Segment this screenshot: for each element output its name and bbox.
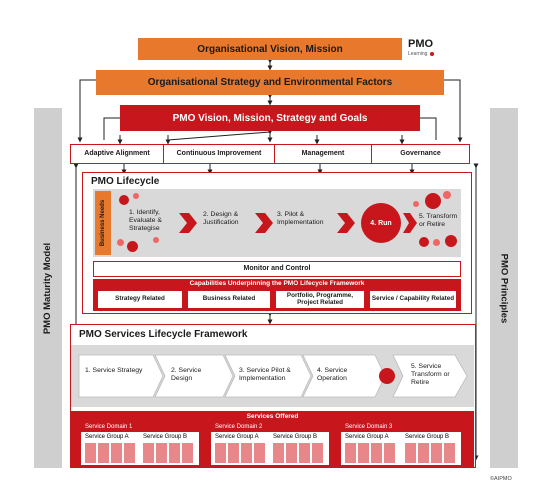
lifecycle-step-1: 1. Identify, Evaluate & Strategise (129, 209, 162, 232)
service-domain-3: Service Group A Service Group B (341, 432, 461, 465)
service-grid (273, 443, 325, 463)
pmo-vision-box: PMO Vision, Mission, Strategy and Goals (120, 105, 420, 131)
lifecycle-title: PMO Lifecycle (91, 176, 160, 187)
capability-business: Business Related (187, 290, 271, 309)
service-step-3: 3. Service Pilot & Implementation (239, 367, 291, 382)
lifecycle-step-3: 3. Pilot & Implementation (277, 211, 324, 226)
run-circle: 4. Run (361, 203, 401, 243)
service-grid (215, 443, 267, 463)
chevron-right-icon (337, 213, 355, 233)
capabilities-block: Capabilities Underpinning the PMO Lifecy… (93, 279, 461, 311)
bubble-icon (153, 237, 159, 243)
capability-portfolio: Portfolio, Programme, Project Related (275, 290, 365, 309)
chevron-right-icon (403, 213, 417, 233)
bubble-icon (127, 241, 138, 252)
logo-main: PMO (408, 38, 434, 50)
service-step-1: 1. Service Strategy (85, 367, 143, 374)
capabilities-title: Capabilities Underpinning the PMO Lifecy… (189, 280, 365, 287)
service-grid (345, 443, 397, 463)
bubble-icon (133, 193, 139, 199)
group-b-label: Service Group B (143, 434, 188, 440)
group-a-label: Service Group A (345, 434, 389, 440)
pillar-continuous-improvement: Continuous Improvement (164, 145, 275, 163)
principles-label: PMO Principles (498, 253, 510, 323)
group-a-label: Service Group A (85, 434, 129, 440)
services-title: PMO Services Lifecycle Framework (79, 329, 248, 340)
business-needs-bar: Business Needs (95, 191, 111, 255)
capability-service: Service / Capability Related (369, 290, 457, 309)
capability-strategy: Strategy Related (97, 290, 183, 309)
services-lifecycle-panel: PMO Services Lifecycle Framework 1. Serv… (70, 324, 476, 468)
bubble-icon (433, 239, 440, 246)
lifecycle-flow-area: Business Needs 1. Identify, Evaluate & S… (93, 189, 461, 257)
group-b-label: Service Group B (273, 434, 318, 440)
services-flow-area: 1. Service Strategy 2. Service Design 3.… (71, 345, 474, 407)
logo-sub: Learning (408, 51, 428, 57)
business-needs-label: Business Needs (100, 199, 107, 247)
chevron-right-icon (179, 213, 197, 233)
monitor-and-control-bar: Monitor and Control (93, 261, 461, 277)
pmo-principles-column: PMO Principles (490, 108, 518, 468)
bubble-icon (117, 239, 124, 246)
maturity-model-label: PMO Maturity Model (42, 242, 54, 334)
pillars-row: Adaptive Alignment Continuous Improvemen… (70, 144, 470, 164)
group-b-label: Service Group B (405, 434, 450, 440)
lifecycle-step-2: 2. Design & Justification (203, 211, 239, 226)
bubble-icon (425, 193, 441, 209)
service-domain-1: Service Group A Service Group B (81, 432, 199, 465)
bubble-icon (413, 201, 419, 207)
pillar-management: Management (275, 145, 372, 163)
pillar-governance: Governance (372, 145, 469, 163)
copyright-text: ©AIPMO (490, 476, 512, 482)
organisational-strategy-box: Organisational Strategy and Environmenta… (96, 70, 444, 95)
services-offered-block: Services Offered Service Domain 1 Servic… (71, 411, 474, 467)
service-step-4: 4. Service Operation (317, 367, 348, 382)
service-domain-2-label: Service Domain 2 (215, 424, 263, 430)
logo-dot-icon (430, 52, 434, 56)
service-domain-1-label: Service Domain 1 (85, 424, 133, 430)
pmo-maturity-model-column: PMO Maturity Model (34, 108, 62, 468)
service-grid (405, 443, 457, 463)
bubble-icon (419, 237, 429, 247)
service-domain-3-label: Service Domain 3 (345, 424, 393, 430)
service-step-shapes (78, 354, 468, 398)
bubble-icon (443, 191, 451, 199)
service-step-5: 5. Service Transform or Retire (411, 363, 450, 386)
pmo-logo: PMO Learning (408, 38, 448, 62)
service-grid (143, 443, 195, 463)
service-grid (85, 443, 137, 463)
group-a-label: Service Group A (215, 434, 259, 440)
service-domain-2: Service Group A Service Group B (211, 432, 329, 465)
service-step-2: 2. Service Design (171, 367, 202, 382)
bubble-icon (445, 235, 457, 247)
organisational-vision-box: Organisational Vision, Mission (138, 38, 402, 60)
chevron-right-icon (255, 213, 273, 233)
pillar-adaptive-alignment: Adaptive Alignment (71, 145, 164, 163)
services-offered-title: Services Offered (246, 413, 299, 420)
pmo-lifecycle-panel: PMO Lifecycle Business Needs 1. Identify… (82, 172, 472, 314)
bubble-icon (119, 195, 129, 205)
lifecycle-step-5: 5. Transform or Retire (419, 213, 458, 228)
